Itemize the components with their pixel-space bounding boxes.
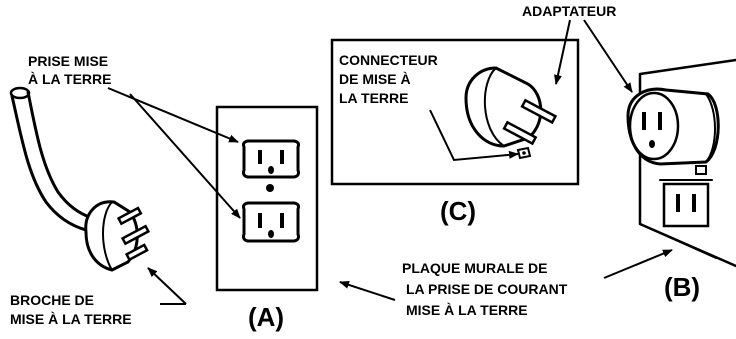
arrow-ground-pin [147, 267, 187, 305]
label-wall-plate-line1: PLAQUE MURALE DE [402, 260, 547, 276]
arrow-wall-b [603, 249, 673, 279]
panel-label-c: (C) [440, 196, 476, 226]
arrow-adapter-b [583, 19, 633, 93]
label-connector-line1: CONNECTEUR [339, 52, 438, 68]
power-cord [10, 94, 88, 232]
arrow-outlet-top [107, 87, 239, 143]
plug-ground-pin [124, 243, 149, 262]
label-connector-line3: LA TERRE [339, 90, 408, 106]
panel-label-b: (B) [664, 272, 700, 302]
label-wall-plate-line2: LA PRISE DE COURANT [406, 281, 568, 297]
label-connector-line2: DE MISE À [339, 71, 411, 87]
arrow-outlet-a [339, 280, 396, 301]
arrows [107, 19, 673, 305]
label-grounded-outlet-line1: PRISE MISE [28, 53, 108, 69]
grounded-plug-illustration [9, 86, 151, 272]
outlet-plate-a [215, 105, 319, 292]
wall-outlet-lower [662, 182, 710, 228]
panel-label-a: (A) [248, 302, 284, 332]
plug-prong-1 [116, 206, 143, 226]
label-wall-plate-line3: MISE À LA TERRE [406, 302, 528, 318]
plug-prong-2 [120, 224, 151, 246]
arrow-adapter-c [554, 19, 571, 85]
label-grounding-pin-line2: MISE À LA TERRE [10, 311, 132, 327]
wall-adapter-illustration-b [626, 58, 736, 268]
adapter-face-b [628, 91, 680, 161]
label-grounded-outlet-line2: À LA TERRE [28, 71, 111, 87]
adapter-prong-c2 [502, 120, 538, 146]
label-adapter: ADAPTATEUR [522, 3, 616, 19]
arrow-outlet-bottom [129, 93, 241, 219]
adapter-prong-c1 [520, 98, 558, 125]
arrow-connector [429, 109, 519, 162]
label-grounding-pin-line1: BROCHE DE [10, 292, 94, 308]
